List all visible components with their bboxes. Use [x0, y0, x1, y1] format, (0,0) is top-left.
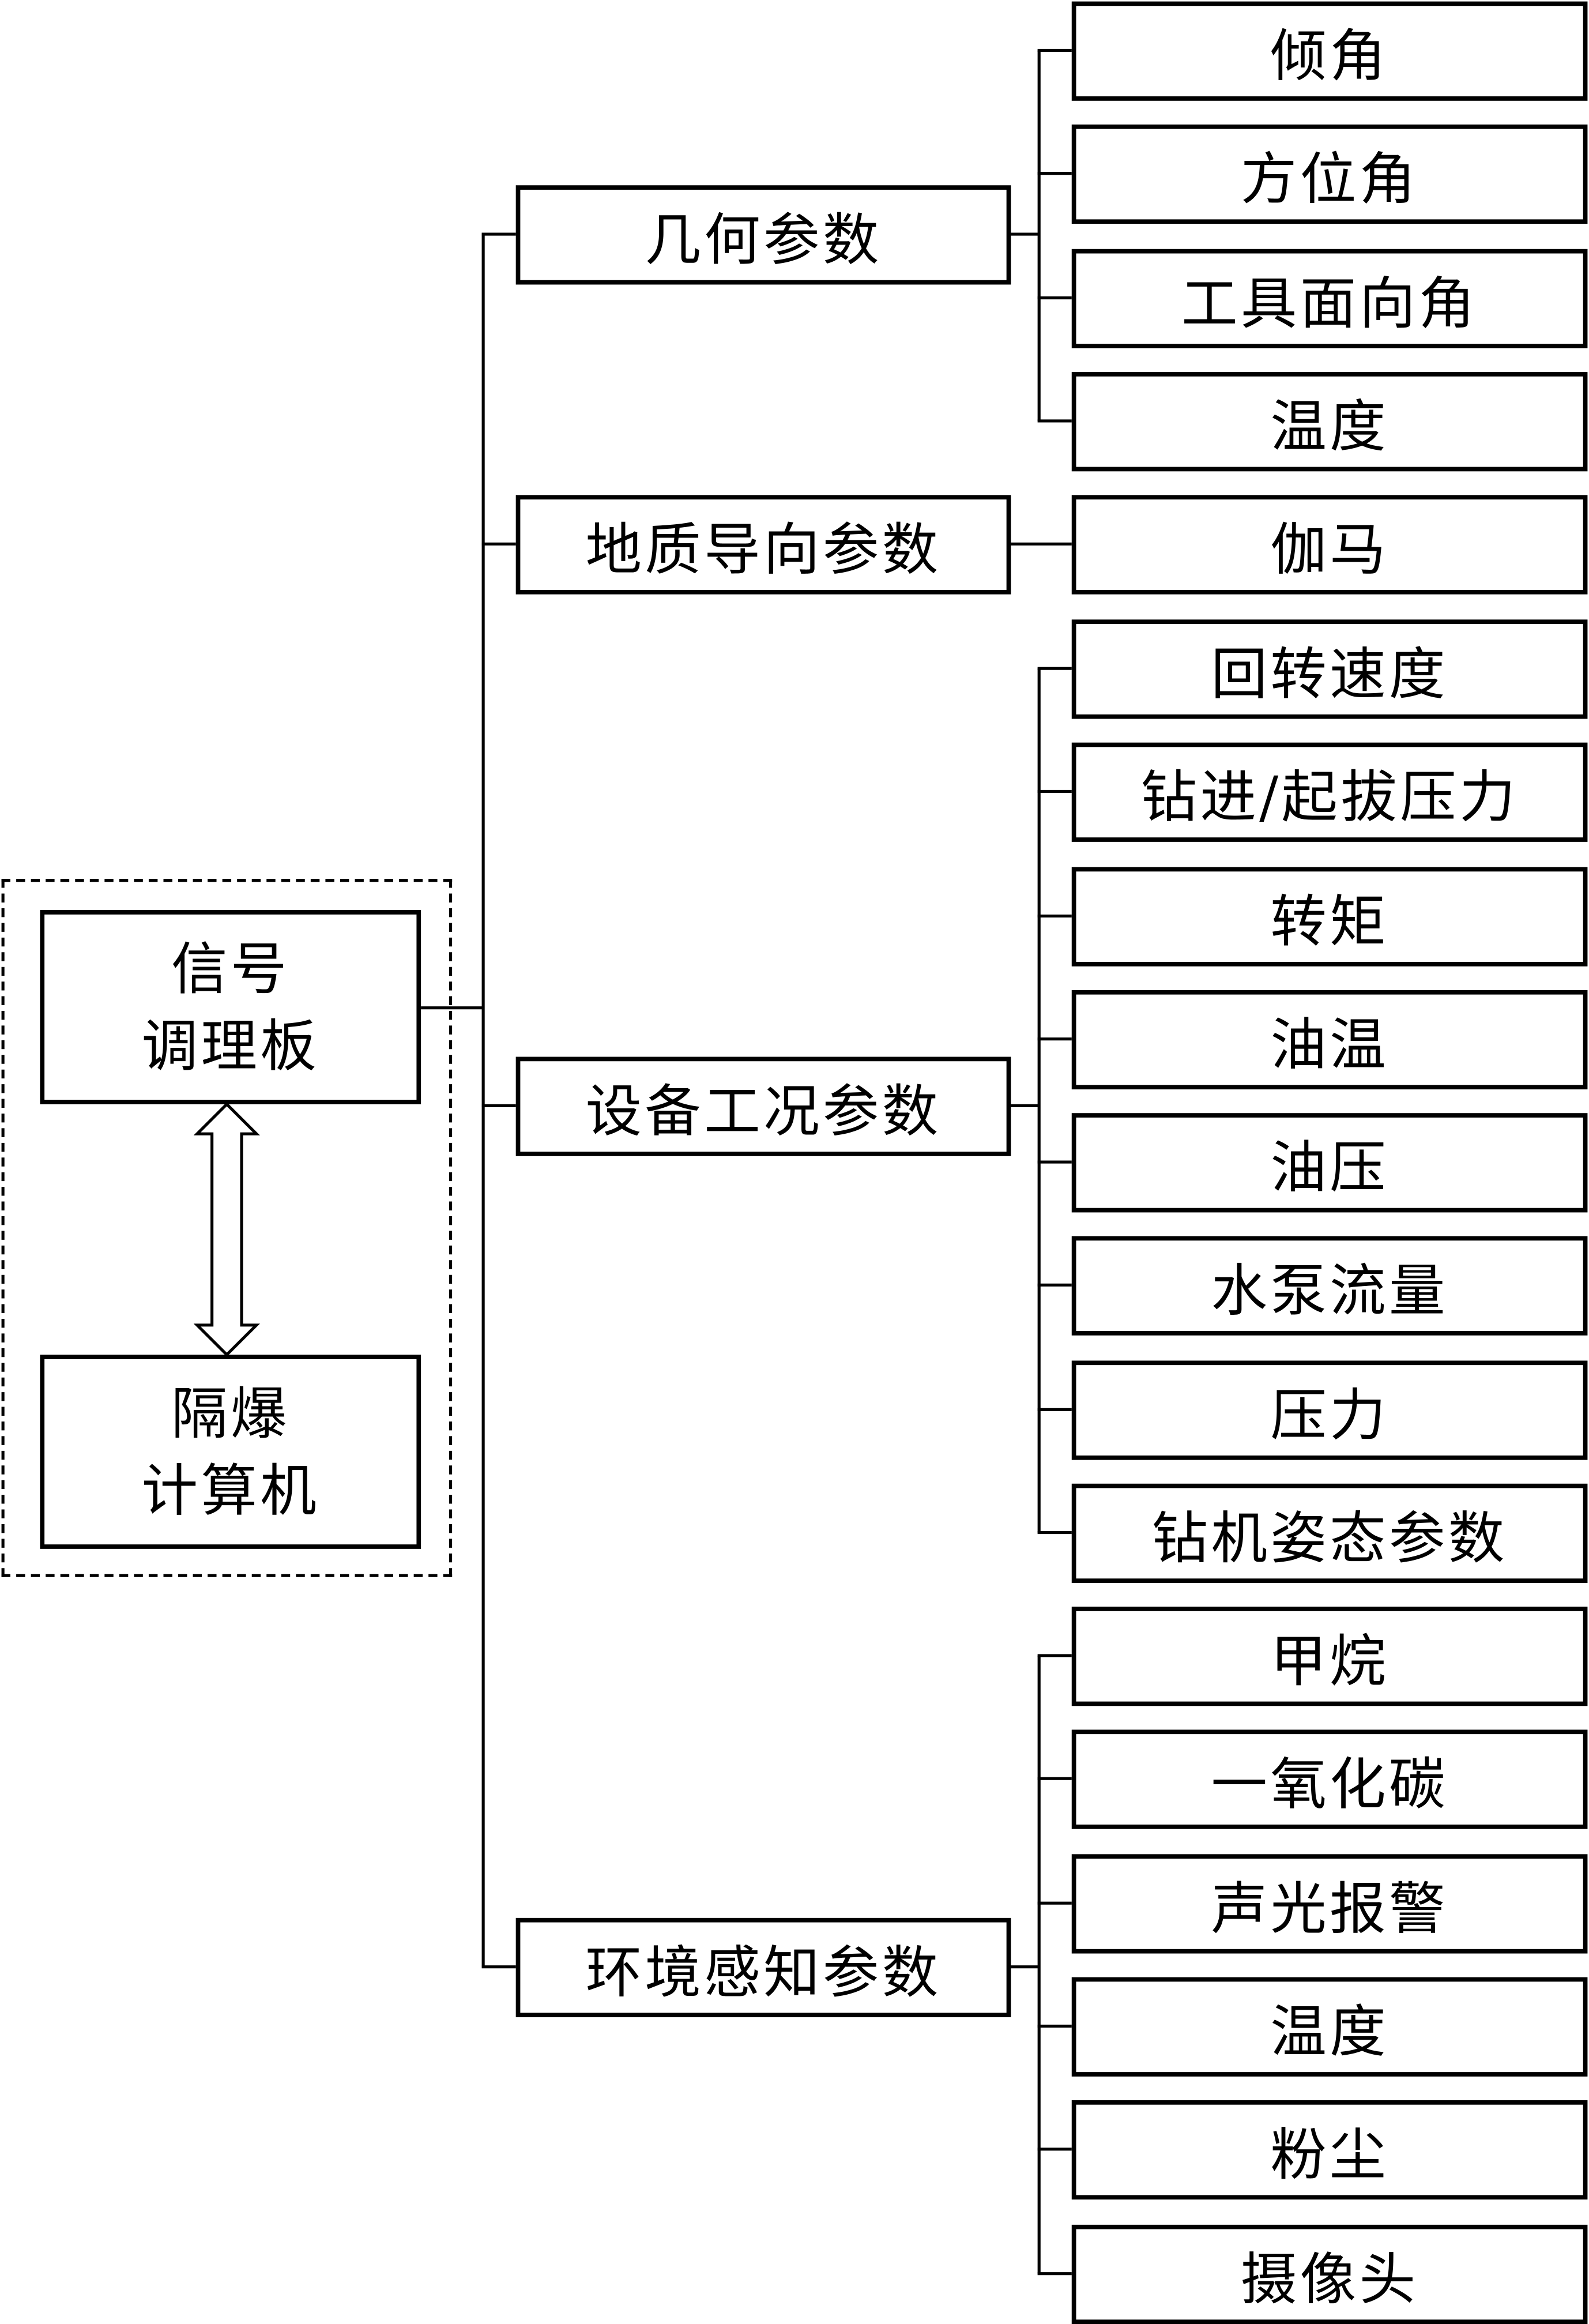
signal-board-line1: 信号	[171, 936, 290, 1002]
param-label: 水泵流量	[1211, 1258, 1448, 1324]
param-label: 压力	[1270, 1382, 1389, 1449]
param-box: 伽马	[1071, 495, 1588, 595]
param-label: 油温	[1270, 1012, 1389, 1078]
param-label: 油压	[1270, 1135, 1389, 1201]
param-box: 方位角	[1071, 124, 1588, 224]
signal-board-line2: 调理板	[141, 1013, 320, 1078]
category-label: 设备工况参数	[585, 1079, 942, 1145]
controller-group	[1, 879, 453, 1577]
param-box: 一氧化碳	[1071, 1729, 1588, 1829]
param-label: 倾角	[1270, 24, 1389, 89]
param-box: 温度	[1071, 1977, 1588, 2077]
param-box: 回转速度	[1071, 619, 1588, 719]
param-label: 温度	[1270, 394, 1389, 460]
param-label: 钻进/起拔压力	[1140, 765, 1519, 830]
param-label: 温度	[1270, 1999, 1389, 2065]
param-box: 油温	[1071, 990, 1588, 1090]
param-box: 水泵流量	[1071, 1236, 1588, 1336]
param-label: 摄像头	[1240, 2247, 1419, 2312]
computer-box: 隔爆 计算机	[40, 1355, 421, 1549]
category-label: 地质导向参数	[585, 517, 942, 583]
param-box: 钻机姿态参数	[1071, 1483, 1588, 1583]
param-label: 粉尘	[1270, 2122, 1389, 2188]
param-box: 粉尘	[1071, 2100, 1588, 2200]
param-box: 钻进/起拔压力	[1071, 742, 1588, 842]
param-box: 摄像头	[1071, 2224, 1588, 2324]
param-box: 倾角	[1071, 1, 1588, 101]
param-box: 压力	[1071, 1360, 1588, 1460]
category-environment: 环境感知参数	[515, 1917, 1011, 2018]
category-label: 环境感知参数	[585, 1940, 942, 2006]
computer-line1: 隔爆	[171, 1381, 290, 1446]
category-label: 几何参数	[645, 207, 882, 273]
param-label: 钻机姿态参数	[1151, 1506, 1508, 1571]
param-box: 声光报警	[1071, 1854, 1588, 1954]
param-box: 工具面向角	[1071, 249, 1588, 348]
computer-line2: 计算机	[141, 1457, 320, 1523]
param-label: 一氧化碳	[1211, 1751, 1448, 1818]
param-box: 转矩	[1071, 867, 1588, 967]
param-box: 油压	[1071, 1113, 1588, 1213]
param-label: 方位角	[1240, 146, 1419, 212]
param-label: 转矩	[1270, 889, 1389, 955]
param-label: 甲烷	[1270, 1629, 1389, 1694]
param-label: 声光报警	[1211, 1876, 1448, 1942]
category-equipment: 设备工况参数	[515, 1056, 1011, 1156]
param-label: 回转速度	[1211, 641, 1448, 707]
category-geometry: 几何参数	[515, 185, 1011, 285]
param-label: 工具面向角	[1181, 271, 1478, 337]
signal-board-box: 信号 调理板	[40, 910, 421, 1104]
param-box: 甲烷	[1071, 1607, 1588, 1706]
param-box: 温度	[1071, 372, 1588, 472]
param-label: 伽马	[1270, 517, 1389, 583]
double-arrow-icon	[193, 1102, 260, 1357]
category-geology: 地质导向参数	[515, 495, 1011, 595]
